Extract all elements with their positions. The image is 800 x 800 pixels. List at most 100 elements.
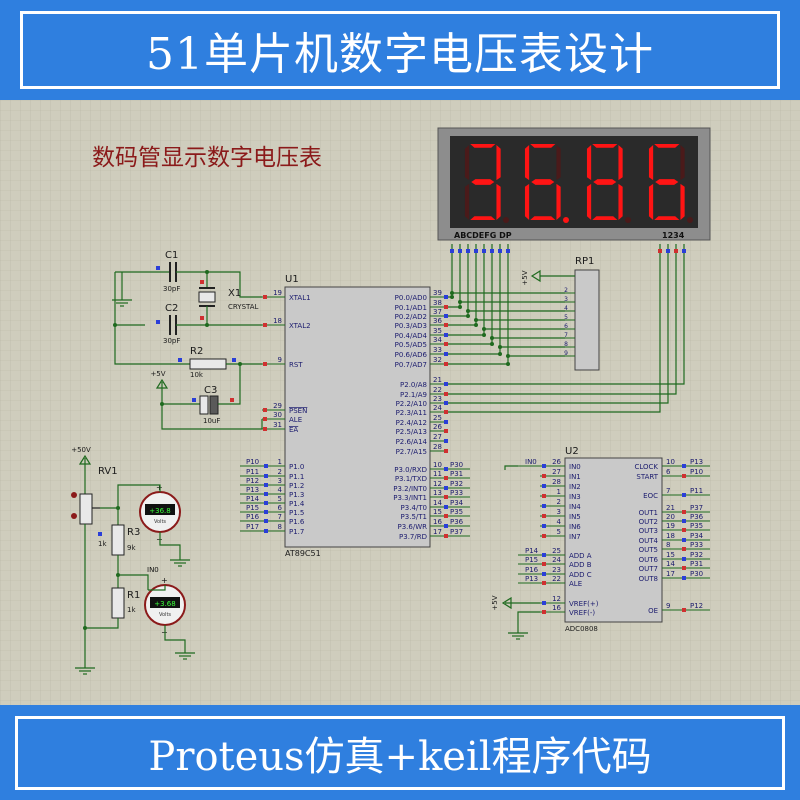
mcu-pin-name: P1.6 xyxy=(289,518,305,526)
mcu-pin-name: P0.0/AD0 xyxy=(395,294,427,302)
adc-pin-name: ADD A xyxy=(569,552,592,560)
pin-marker xyxy=(444,476,448,480)
meter-unit: Volts xyxy=(154,519,166,525)
mcu-pin-num: 13 xyxy=(433,489,442,497)
rp1-pin-num: 2 xyxy=(564,287,568,294)
adc-pin-num: 16 xyxy=(552,604,561,612)
pin-marker xyxy=(542,484,546,488)
mcu-pin-name: P3.2/INT0 xyxy=(393,485,427,493)
mcu-pin-num: 27 xyxy=(433,433,442,441)
pin-marker xyxy=(263,362,267,366)
mcu-ref: U1 xyxy=(285,274,299,285)
pin-marker xyxy=(466,249,470,253)
segment-d xyxy=(654,216,680,220)
rp1-pin-num: 8 xyxy=(564,341,568,348)
digit-select-wire xyxy=(448,244,685,385)
mcu-pin-num: 21 xyxy=(433,376,442,384)
net-label: P31 xyxy=(450,470,463,478)
net-label: P32 xyxy=(450,480,463,488)
pin-marker xyxy=(156,320,160,324)
segment-g xyxy=(471,179,495,185)
pin-marker xyxy=(490,249,494,253)
net-label: P13 xyxy=(690,458,703,466)
segment-f xyxy=(648,144,654,181)
supply-arrow xyxy=(530,269,541,283)
mcu-pin-num: 24 xyxy=(433,404,442,412)
rp1-pin-num: 6 xyxy=(564,323,568,330)
r1-value: 1k xyxy=(127,606,136,614)
supply-arrow xyxy=(501,596,519,610)
pot-wiper-wire xyxy=(100,484,140,509)
adc-pin-num: 17 xyxy=(666,570,675,578)
meter-reading: +3.68 xyxy=(154,600,175,608)
net-label: P33 xyxy=(450,489,463,497)
adc-pin-num: 19 xyxy=(666,522,675,530)
net-label: P34 xyxy=(450,499,464,507)
mcu-pin-name: P3.3/INT1 xyxy=(393,494,427,502)
junction-dot xyxy=(482,333,486,337)
r2-value: 10k xyxy=(190,371,204,379)
rp1-supply-label: +5V xyxy=(521,270,529,285)
supply-label: +5V xyxy=(491,595,499,610)
net-label: P36 xyxy=(450,518,464,526)
pin-marker xyxy=(542,504,546,508)
adc-pin-num: 27 xyxy=(552,468,561,476)
mcu-pin-name: XTAL2 xyxy=(289,322,311,330)
mcu-pin-name: P2.5/A13 xyxy=(396,428,427,436)
mcu-pin-name: EA xyxy=(289,426,298,434)
supply-arrow xyxy=(78,454,92,468)
adc-pin-num: 20 xyxy=(666,513,675,521)
junction-dot xyxy=(466,309,470,313)
c3-plate xyxy=(199,395,209,415)
pin-marker xyxy=(682,519,686,523)
pin-marker xyxy=(264,510,268,514)
junction-dot xyxy=(116,573,120,577)
mcu-pin-num: 5 xyxy=(278,495,282,503)
pin-marker xyxy=(444,495,448,499)
pin-marker xyxy=(682,474,686,478)
pin-marker xyxy=(444,295,448,299)
mcu-pin-num: 12 xyxy=(433,480,442,488)
segment-a xyxy=(470,144,496,148)
mcu-pin-num: 26 xyxy=(433,423,442,431)
r3-body xyxy=(111,524,125,556)
segment-e xyxy=(648,183,654,220)
pin-marker xyxy=(444,392,448,396)
ground-symbol xyxy=(170,552,190,567)
pin-marker xyxy=(444,401,448,405)
pin-marker xyxy=(542,464,546,468)
pin-marker xyxy=(232,358,236,362)
segment-b xyxy=(556,144,561,181)
net-label: P13 xyxy=(525,575,538,583)
pin-marker xyxy=(682,493,686,497)
adc-pin-num: 3 xyxy=(557,508,561,516)
pin-marker xyxy=(542,601,546,605)
junction-dot xyxy=(466,314,470,318)
pin-marker xyxy=(444,362,448,366)
adc-pin-num: 1 xyxy=(557,488,561,496)
mcu-pin-num: 30 xyxy=(273,411,282,419)
meter-gnd-wire xyxy=(159,532,181,552)
pin-marker xyxy=(682,464,686,468)
net-label: P32 xyxy=(690,551,703,559)
adc-pin-num: 12 xyxy=(552,595,561,603)
r3-value: 9k xyxy=(127,544,136,552)
mcu-pin-num: 15 xyxy=(433,508,442,516)
mcu-pin-name: PSEN xyxy=(289,407,307,415)
meter-plus: + xyxy=(156,483,163,492)
display-digit xyxy=(524,144,569,223)
net-label: P16 xyxy=(246,513,260,521)
segment-d xyxy=(470,216,496,220)
mcu-body xyxy=(284,286,431,548)
mcu-pin-num: 39 xyxy=(433,289,442,297)
digit-select-wire xyxy=(448,244,661,413)
mcu-pin-name: P0.5/AD5 xyxy=(395,341,427,349)
mcu-pin-name: P2.0/A8 xyxy=(400,381,427,389)
mcu-pin-name: P1.3 xyxy=(289,491,304,499)
junction-dot xyxy=(498,352,502,356)
pin-marker xyxy=(263,417,267,421)
mcu-pin-name: P0.2/AD2 xyxy=(395,313,427,321)
